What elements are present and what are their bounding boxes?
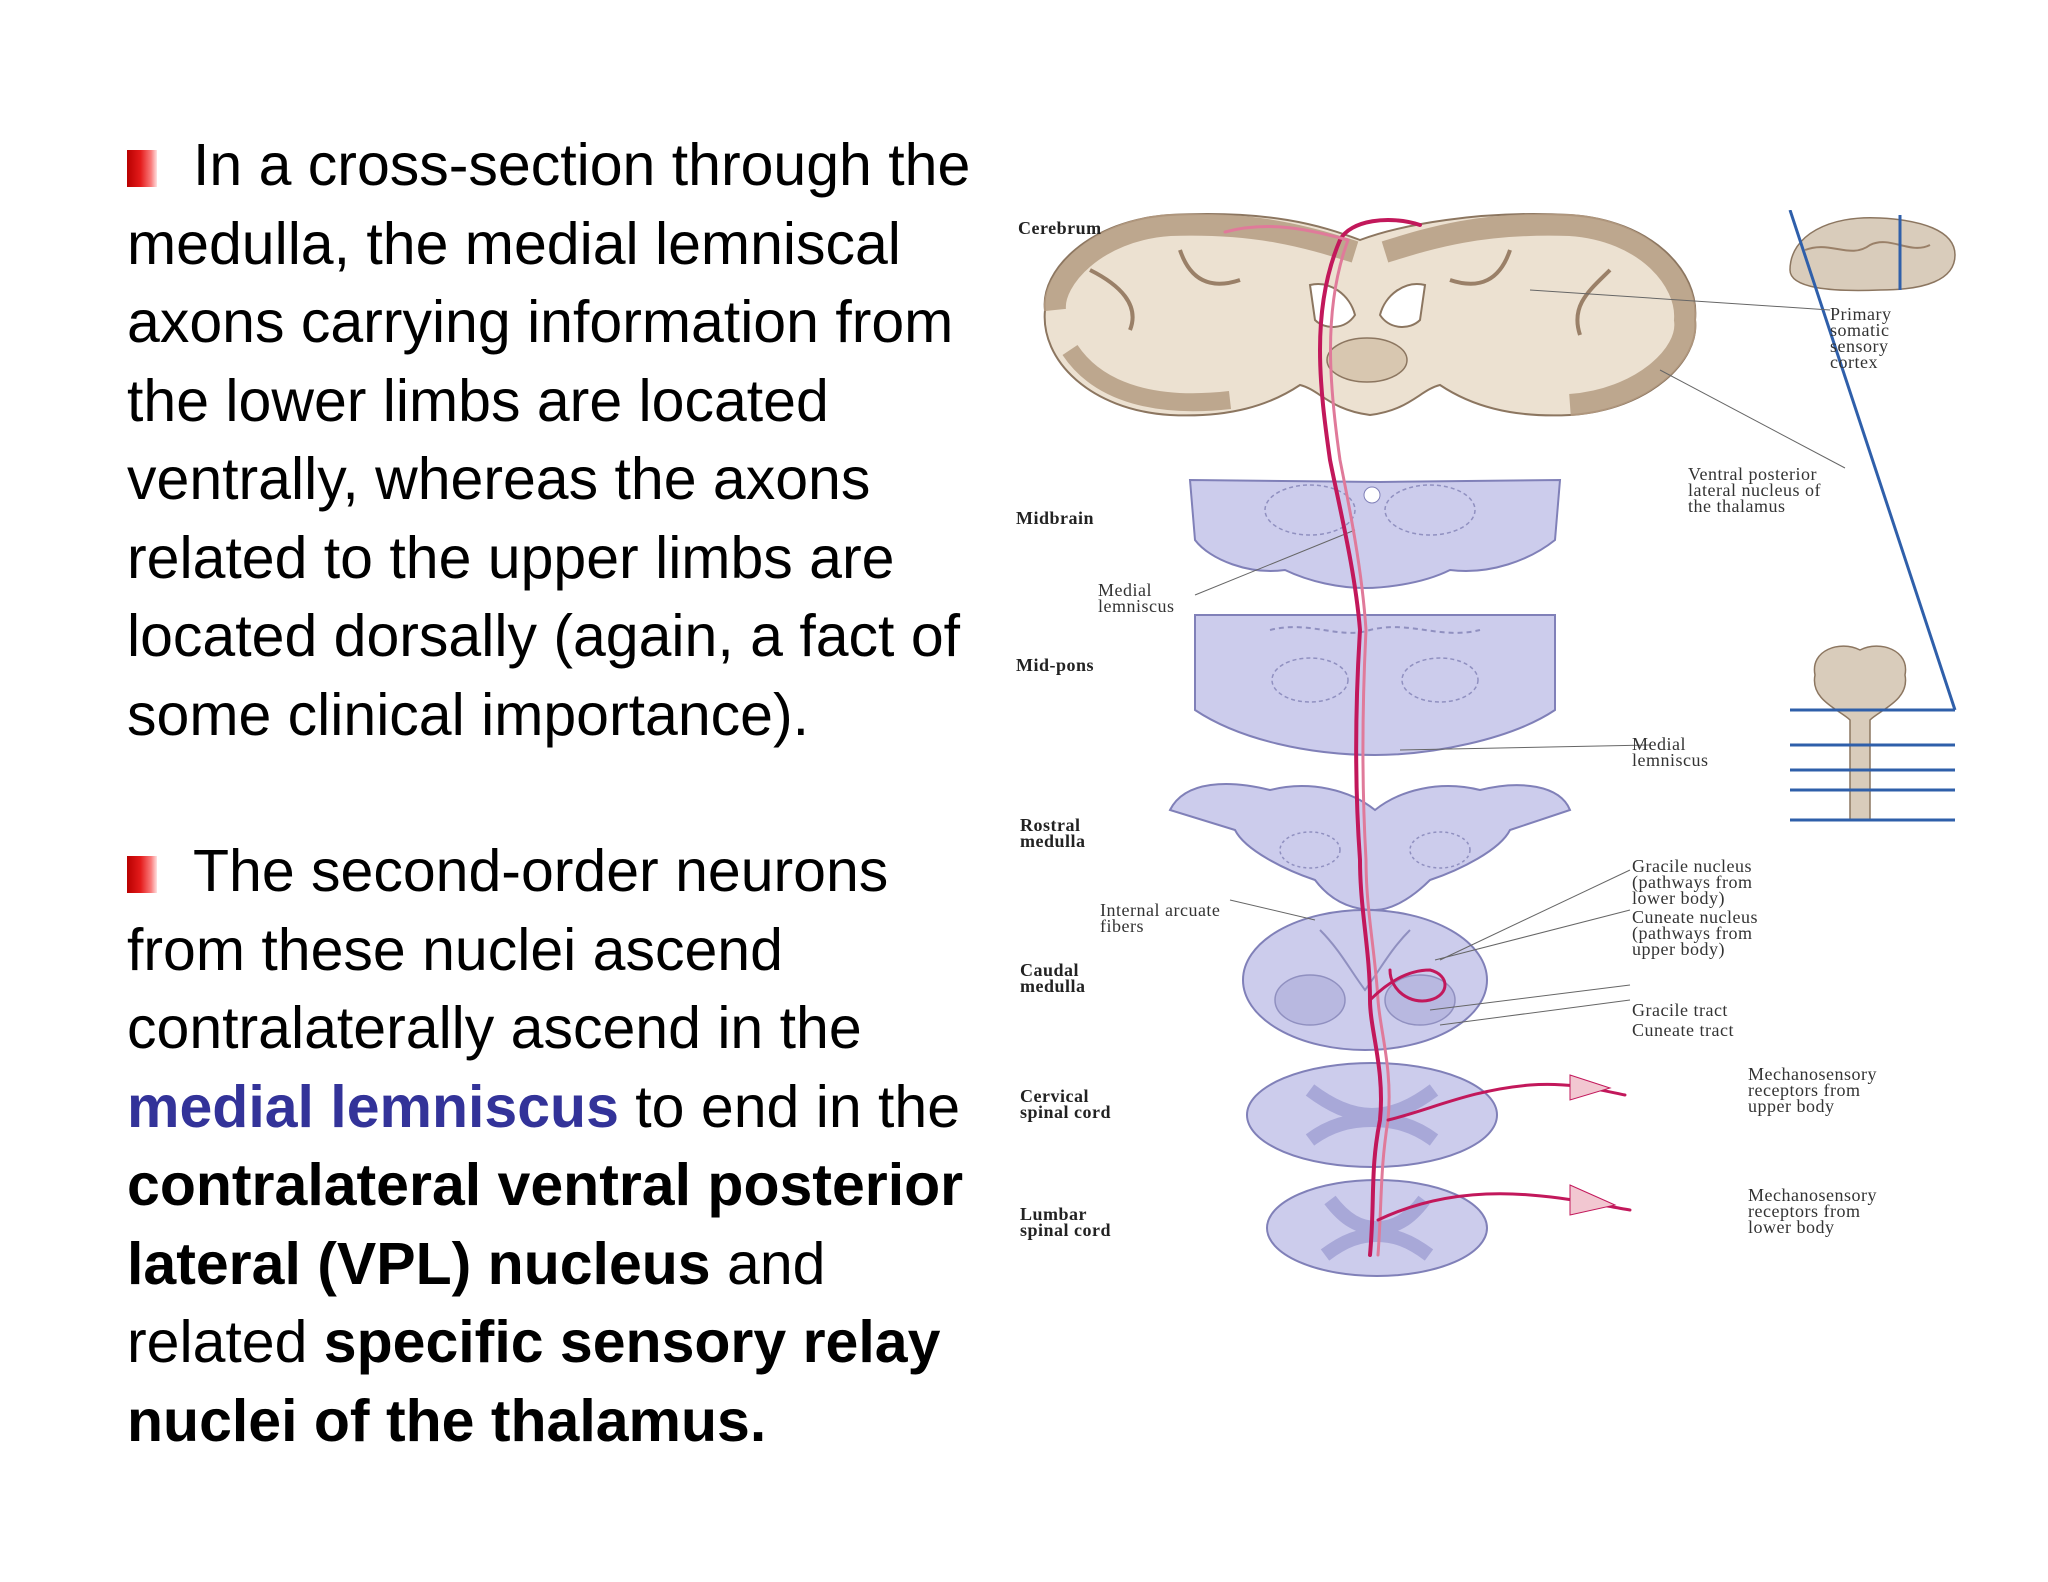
bold-text: specific sensory relay nuclei of the tha… xyxy=(127,1309,941,1454)
bullet-icon xyxy=(127,150,157,187)
text-run: and related xyxy=(127,1230,826,1376)
label-medial-lemniscus-midbrain: Medial lemniscus xyxy=(1098,580,1175,616)
bullet-icon xyxy=(127,856,157,893)
label-rostral-medulla: Rostral medulla xyxy=(1020,815,1086,851)
label-midbrain: Midbrain xyxy=(1016,508,1095,528)
label-mid-pons: Mid-pons xyxy=(1016,655,1095,675)
label-cerebrum: Cerebrum xyxy=(1018,218,1102,238)
dorsal-column-pathway-figure: Cerebrum Midbrain Mid-pons Rostral medul… xyxy=(1010,210,1965,1280)
cerebrum-outline xyxy=(1043,213,1697,417)
rostral-medulla-section xyxy=(1168,783,1572,912)
leader-lines xyxy=(1194,289,1846,1026)
inset-brainstem xyxy=(1788,210,1957,822)
label-mechanosensory-upper: Mechanosensory receptors from upper body xyxy=(1748,1064,1877,1116)
cerebrum-section xyxy=(1043,213,1697,417)
bold-text: contralateral ventral posterior lateral … xyxy=(127,1152,964,1297)
lumbar-cord-section xyxy=(1266,1179,1488,1277)
label-caudal-medulla: Caudal medulla xyxy=(1020,960,1086,996)
paragraph-2: The second-order neurons from these nucl… xyxy=(127,832,1007,1460)
text-run: The second-order neurons from these nucl… xyxy=(127,838,889,1061)
cerebrum-gray-matter xyxy=(1043,213,1697,416)
medial-lemniscus-pathway xyxy=(1223,218,1632,1257)
text-column: In a cross-section through the medulla, … xyxy=(127,126,1007,1460)
text-run: In a cross-section through the medulla, … xyxy=(127,132,971,748)
label-cuneate-tract: Cuneate tract xyxy=(1632,1020,1734,1040)
pathway-diagram xyxy=(1043,210,1957,1277)
label-cervical-spinal-cord: Cervical spinal cord xyxy=(1020,1086,1112,1122)
highlight-term: medial lemniscus xyxy=(127,1073,619,1140)
inset-brain-lateral xyxy=(1789,215,1956,292)
label-gracile-nucleus: Gracile nucleus (pathways from lower bod… xyxy=(1632,856,1753,908)
label-gracile-tract: Gracile tract xyxy=(1632,1000,1728,1020)
label-cuneate-nucleus: Cuneate nucleus (pathways from upper bod… xyxy=(1632,907,1758,959)
label-lumbar-spinal-cord: Lumbar spinal cord xyxy=(1020,1204,1112,1240)
midbrain-section xyxy=(1188,478,1562,590)
label-medial-lemniscus-pons: Medial lemniscus xyxy=(1632,734,1709,770)
label-primary-somatic-sensory-cortex: Primary somatic sensory cortex xyxy=(1830,304,1892,372)
label-internal-arcuate-fibers: Internal arcuate fibers xyxy=(1100,900,1221,936)
cervical-cord-section xyxy=(1246,1062,1498,1168)
mid-pons-section xyxy=(1194,614,1556,757)
label-vpl-nucleus: Ventral posterior lateral nucleus of the… xyxy=(1688,464,1821,516)
text-run: to end in the xyxy=(618,1073,961,1140)
paragraph-1: In a cross-section through the medulla, … xyxy=(127,126,1007,754)
label-mechanosensory-lower: Mechanosensory receptors from lower body xyxy=(1748,1185,1877,1237)
